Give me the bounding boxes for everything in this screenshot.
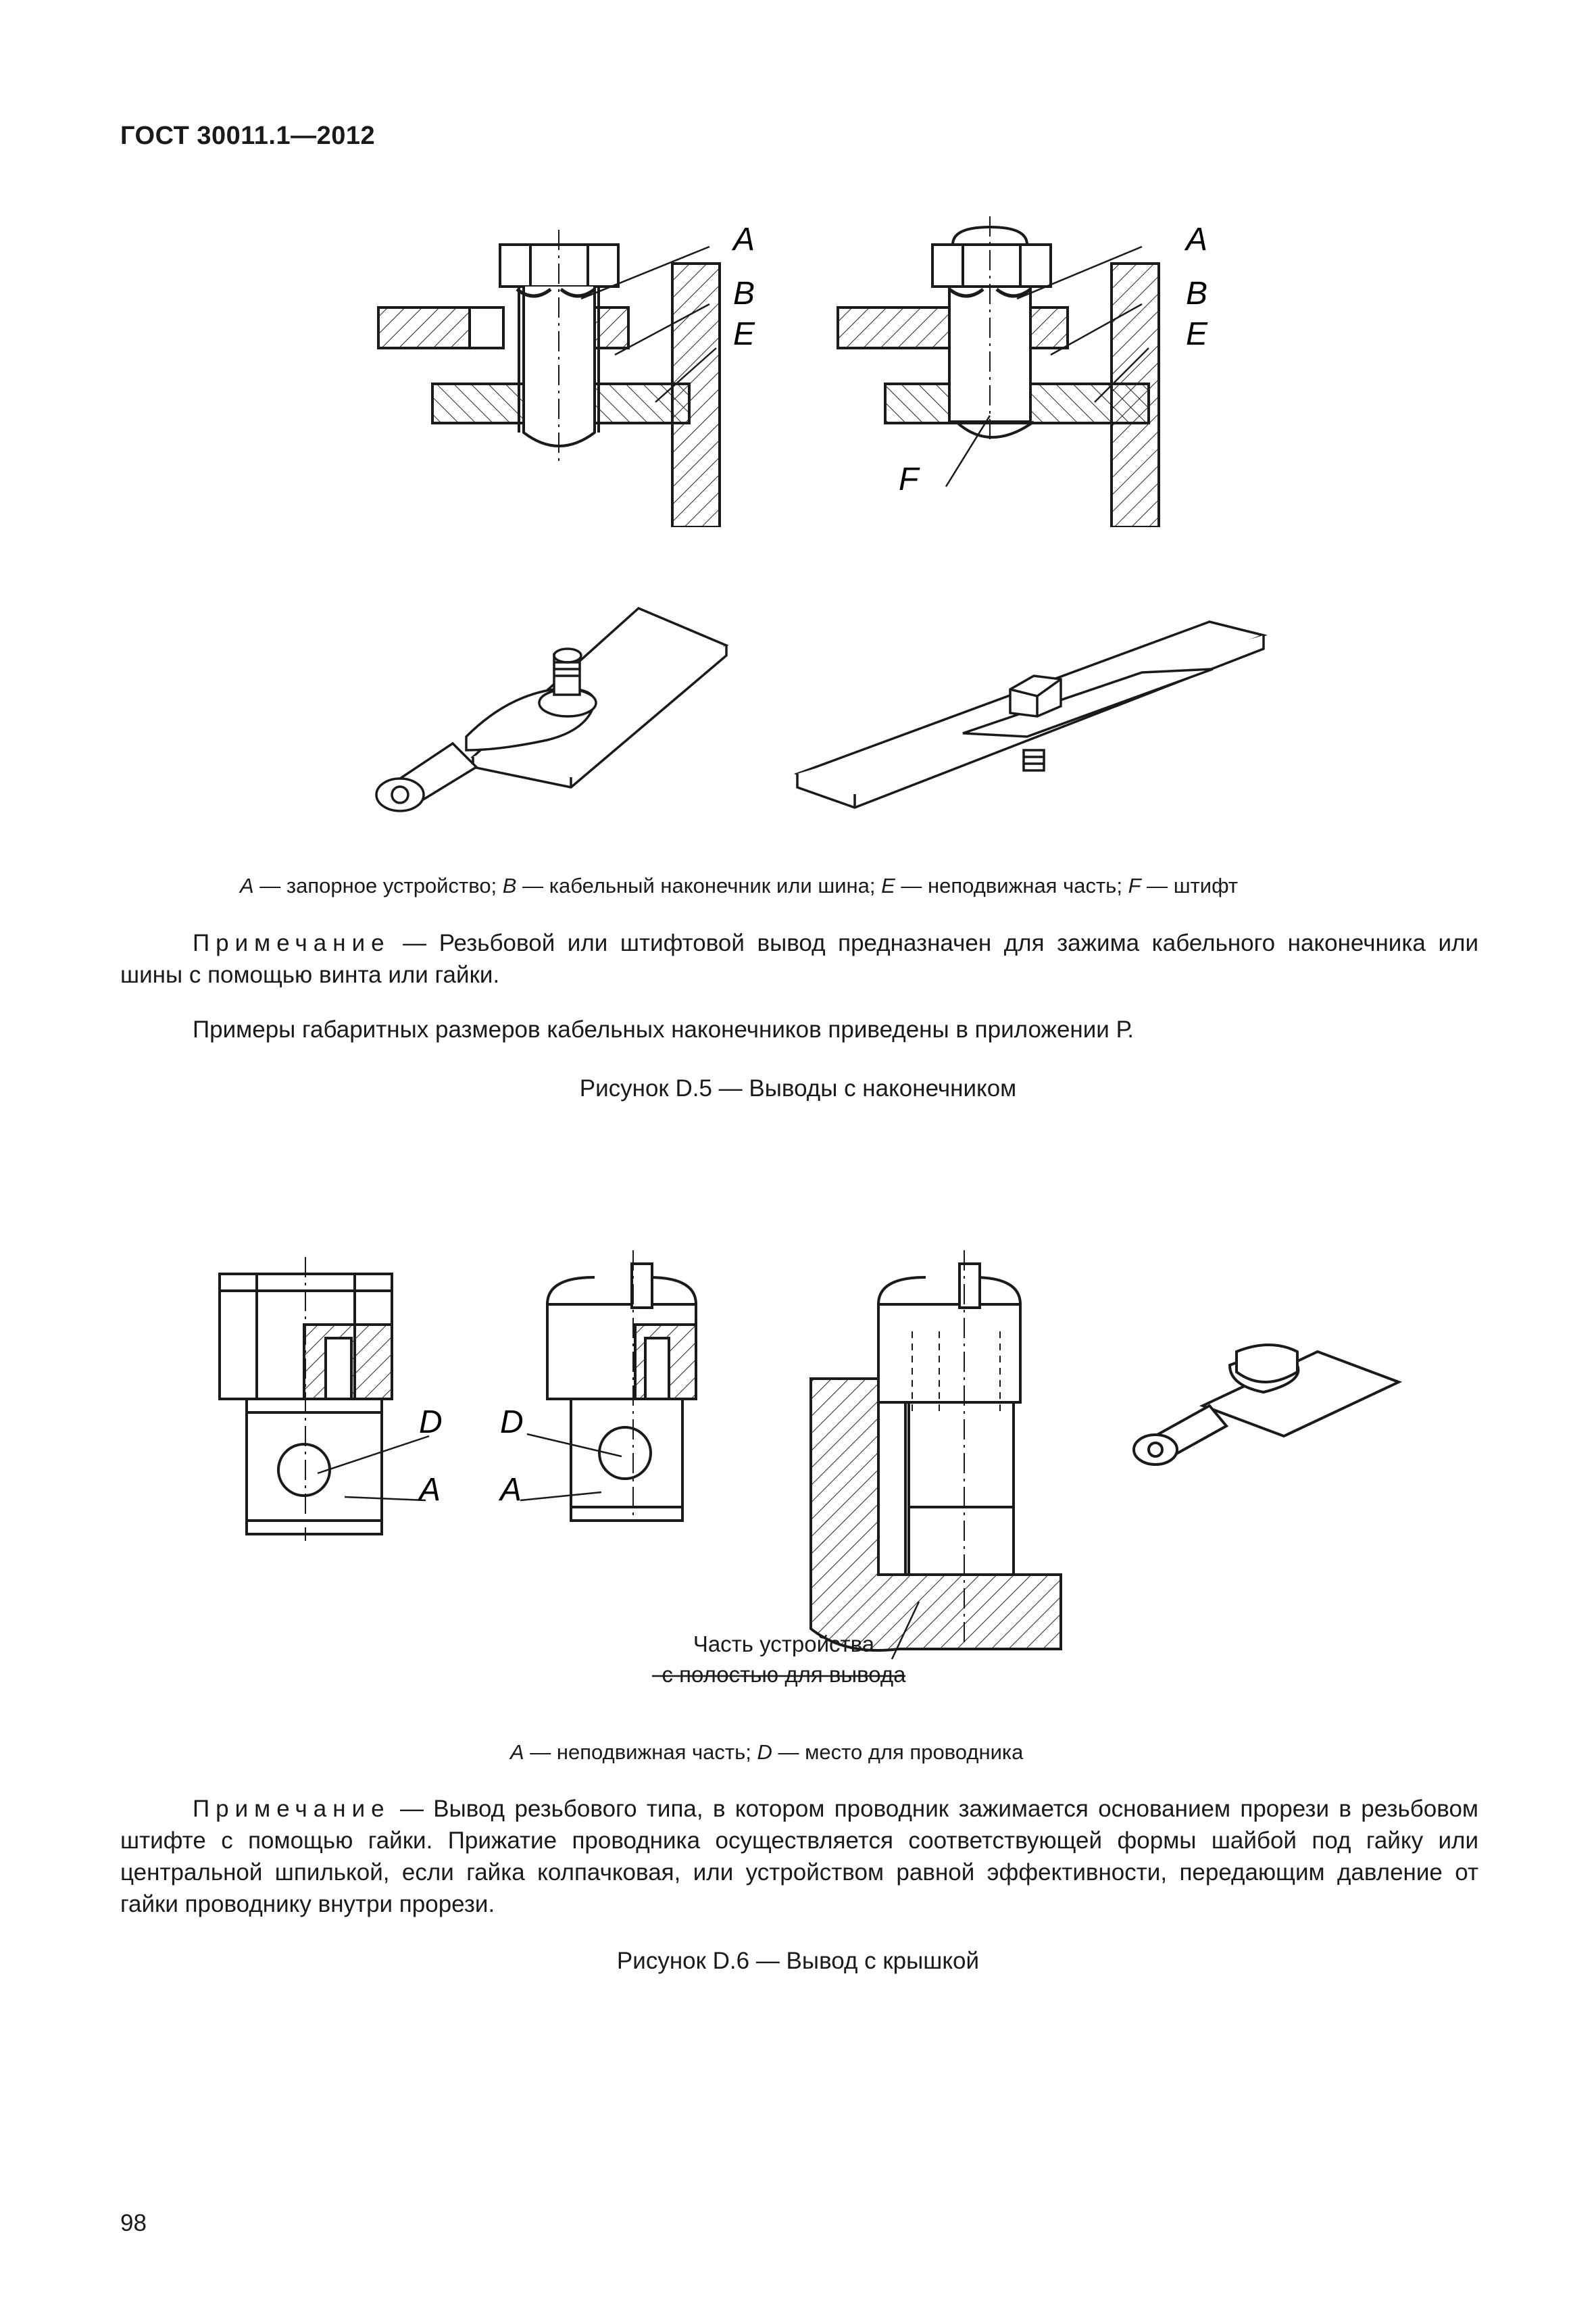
figure-d6-drawings: D A D A (203, 1250, 1419, 1690)
note-text: — Вывод резьбового типа, в котором прово… (120, 1796, 1478, 1917)
legend-text-e: — неподвижная часть; (895, 874, 1128, 897)
bolt-terminal-sections-drawing: A B E A B E F (377, 216, 1208, 527)
label-d-1: D (419, 1404, 443, 1440)
figure-d5-caption: Рисунок D.5 — Выводы с наконечником (579, 1075, 1017, 1102)
legend-key-a: A (510, 1740, 524, 1764)
legend-key-d: D (757, 1740, 772, 1764)
figure-d6-legend: A — неподвижная часть; D — место для про… (510, 1740, 1023, 1765)
legend-key-b: B (502, 874, 517, 897)
label-e-right: E (1186, 316, 1208, 352)
label-d-2: D (500, 1404, 524, 1440)
label-f: F (899, 462, 920, 497)
figure-d5-examples: Примеры габаритных размеров кабельных на… (193, 1016, 1134, 1043)
legend-text-a: — неподвижная часть; (524, 1740, 757, 1764)
note-label: Примечание (193, 930, 391, 956)
legend-text-f: — штифт (1141, 874, 1239, 897)
legend-text-b: — кабельный наконечник или шина; (516, 874, 882, 897)
label-a-2: A (498, 1472, 522, 1508)
legend-key-a: A (240, 874, 254, 897)
note-label: Примечание (193, 1796, 391, 1822)
label-b-left: B (733, 276, 755, 312)
figure-d5-legend: A — запорное устройство; B — кабельный н… (240, 874, 1238, 898)
label-a-right: A (1184, 222, 1207, 257)
legend-text-a: — запорное устройство; (253, 874, 503, 897)
page-number: 98 (120, 2210, 147, 2236)
legend-text-d: — место для проводника (772, 1740, 1024, 1764)
legend-key-e: E (881, 874, 895, 897)
part-label-line1: Часть устройства (693, 1631, 875, 1656)
figure-d5-note: Примечание — Резьбовой или штифтовой выв… (120, 927, 1478, 991)
figure-d5-sections: A B E A B E F (365, 210, 1264, 527)
figure-d6-caption: Рисунок D.6 — Вывод с крышкой (616, 1948, 980, 1974)
figure-d5-isometric (351, 595, 1297, 838)
label-a-1: A (417, 1472, 441, 1508)
terminal-isometric-drawing (375, 606, 1268, 812)
part-label-line2: с полостью для вывода (662, 1662, 906, 1687)
cap-terminal-drawing: D A D A (218, 1250, 1403, 1677)
figure-d6-part-label: Часть устройства с полостью для вывода (649, 1629, 919, 1690)
note-text: — Резьбовой или штифтовой вывод предназн… (120, 930, 1478, 988)
label-e-left: E (733, 316, 755, 352)
label-b-right: B (1186, 276, 1207, 312)
label-a-left: A (731, 222, 755, 257)
document-header: ГОСТ 30011.1—2012 (120, 122, 376, 150)
legend-key-f: F (1128, 874, 1141, 897)
figure-d6-note: Примечание — Вывод резьбового типа, в ко… (120, 1793, 1478, 1920)
